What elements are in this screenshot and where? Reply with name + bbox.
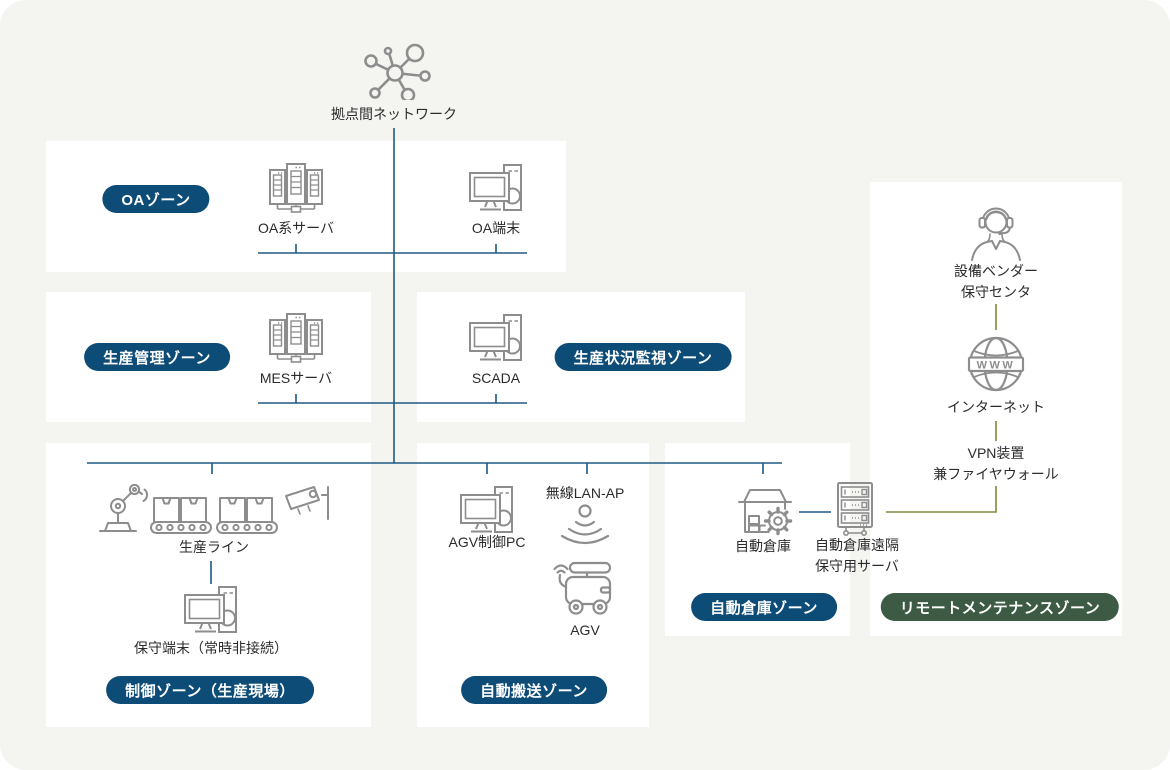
inter-site-network-label: 拠点間ネットワーク <box>331 106 457 122</box>
mes-server-label: MESサーバ <box>259 370 333 386</box>
wireless-lan-ap-label: 無線LAN-AP <box>545 485 625 501</box>
vendor-support-label-line2: 保守センタ <box>961 284 1031 300</box>
inter-site-network-icon <box>364 43 431 100</box>
production-line-icon <box>99 483 329 534</box>
security-camera-icon <box>285 486 329 520</box>
remote-maintenance-zone-badge: リモートメンテナンスゾーン <box>880 593 1120 621</box>
vpn-firewall-label-line2: 兼ファイヤウォール <box>933 466 1059 482</box>
oa-server-icon <box>269 163 323 213</box>
vendor-support-label-line1: 設備ベンダー <box>954 263 1038 279</box>
oa-client-label: OA端末 <box>471 220 521 236</box>
globe-www-text: WWW <box>977 360 1016 372</box>
maintenance-terminal-icon <box>184 586 237 633</box>
warehouse-maintenance-server-label-line1: 自動倉庫遠隔 <box>815 537 899 553</box>
agv-zone-badge: 自動搬送ゾーン <box>461 676 607 704</box>
mes-server-icon <box>269 313 323 363</box>
oa-server-label: OA系サーバ <box>257 220 335 236</box>
maintenance-terminal-label: 保守端末（常時非接続） <box>134 640 288 656</box>
production-management-zone-badge: 生産管理ゾーン <box>84 343 230 371</box>
conveyor-icon <box>150 497 212 534</box>
production-line-label: 生産ライン <box>179 539 249 555</box>
oa-zone-badge: OAゾーン <box>102 185 210 213</box>
internet-label: インターネット <box>947 399 1045 415</box>
vendor-support-operator-icon <box>971 207 1021 261</box>
agv-robot-icon <box>553 561 612 615</box>
warehouse-maintenance-server-icon <box>837 482 873 536</box>
scada-label: SCADA <box>471 370 521 386</box>
agv-label: AGV <box>570 622 600 638</box>
wireless-lan-ap-icon <box>560 504 610 545</box>
agv-control-pc-icon <box>460 486 513 533</box>
warehouse-maintenance-server-label-line2: 保守用サーバ <box>815 558 899 574</box>
conveyor-icon <box>216 497 278 534</box>
warehouse-zone-badge: 自動倉庫ゾーン <box>691 593 837 621</box>
production-monitoring-zone-badge: 生産状況監視ゾーン <box>554 343 732 371</box>
robot-arm-icon <box>99 483 149 532</box>
automated-warehouse-label: 自動倉庫 <box>735 538 791 554</box>
automated-warehouse-icon <box>738 489 793 536</box>
zone-box-remote-maintenance <box>870 182 1122 636</box>
internet-globe-icon: WWW <box>967 336 1025 392</box>
control-zone-badge: 制御ゾーン（生産現場） <box>106 676 314 704</box>
vpn-firewall-label-line1: VPN装置 <box>967 445 1025 461</box>
scada-icon <box>469 314 522 361</box>
oa-terminal-icon <box>469 164 522 211</box>
agv-control-pc-label: AGV制御PC <box>448 534 526 550</box>
